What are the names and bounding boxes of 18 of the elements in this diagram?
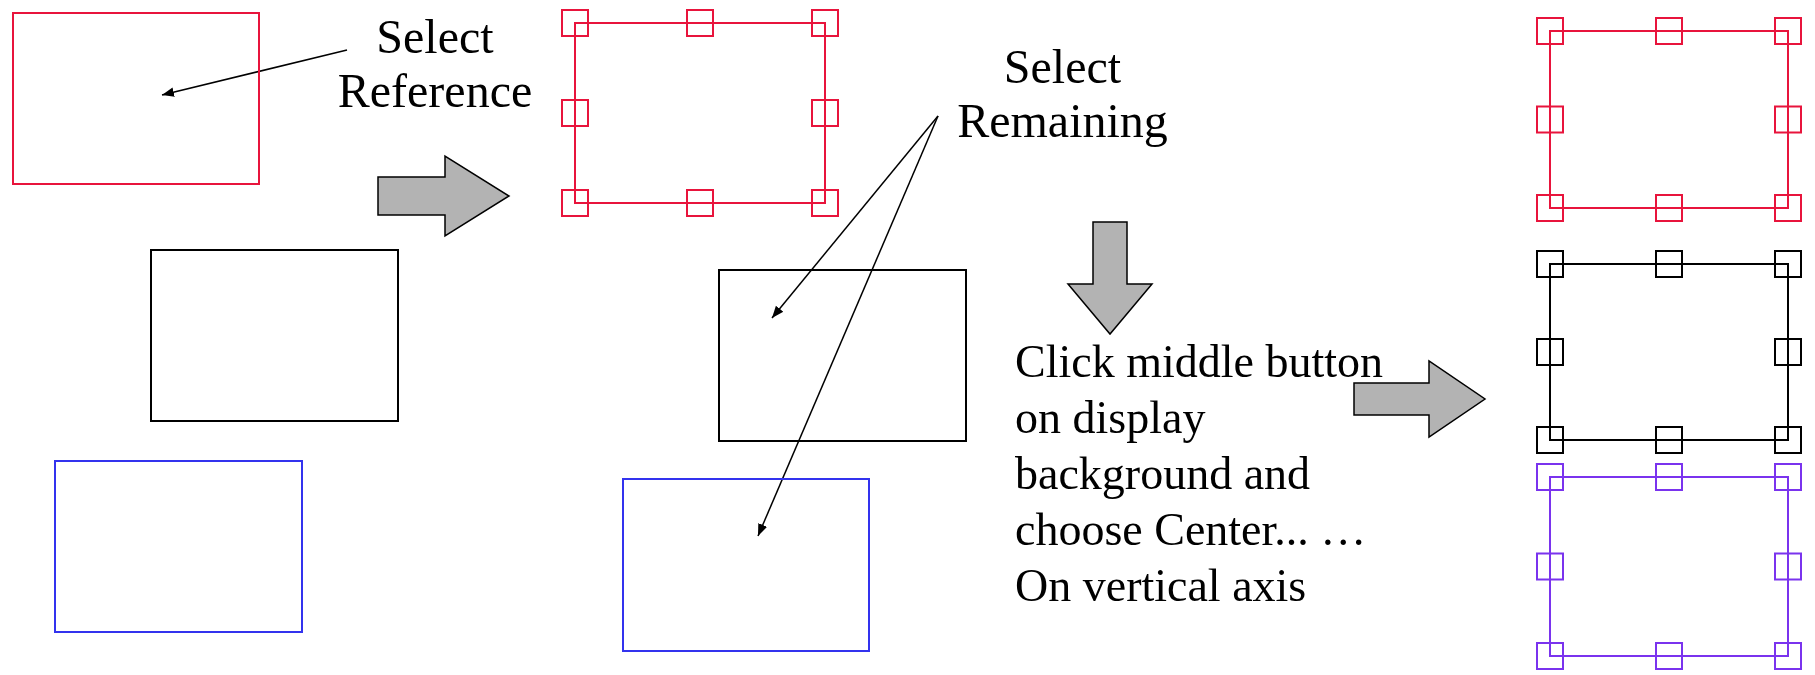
rectangle-shape [718, 269, 967, 442]
rectangle-shape [12, 12, 260, 185]
rectangle-shape [54, 460, 303, 633]
rectangle-shape [622, 478, 870, 652]
selected-rectangle-drawing [1536, 17, 1802, 222]
leader-line [771, 115, 939, 319]
instruction-text: Select Remaining [935, 40, 1190, 148]
leader-line [161, 49, 348, 97]
block-arrow [377, 154, 511, 238]
instruction-text: Select Reference [325, 10, 545, 118]
block-arrow [1353, 359, 1487, 439]
instruction-text: Click middle button on display background and choose Center... …On vertical axis [1015, 334, 1385, 614]
rectangle-shape [150, 249, 399, 422]
block-arrow [1066, 221, 1154, 336]
selected-rectangle-drawing [1536, 250, 1802, 454]
leader-line [757, 115, 939, 537]
selected-rectangle-drawing [1536, 463, 1802, 670]
selected-rectangle-drawing [561, 9, 839, 217]
